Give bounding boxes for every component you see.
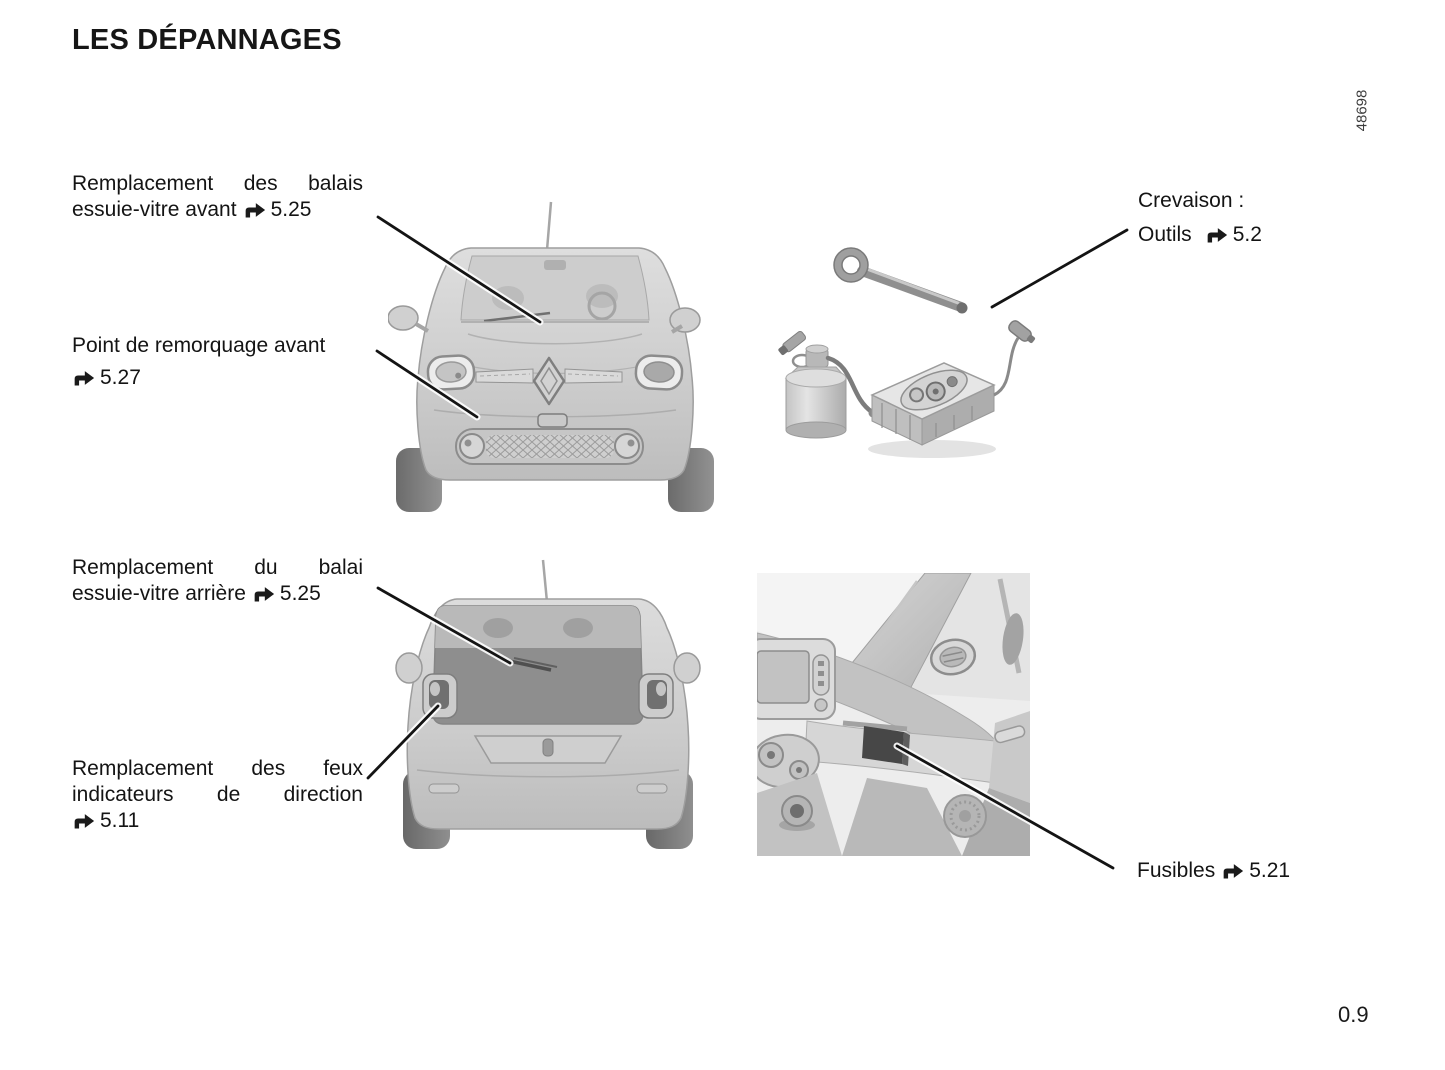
figure-code: 48698 — [1353, 89, 1371, 132]
callout-puncture: Crevaison : Outils 5.2 — [1138, 188, 1262, 248]
rear-view-car-illustration — [395, 559, 701, 849]
right-reflector — [636, 783, 668, 794]
seat-headrest — [586, 284, 618, 308]
seat-headrest — [483, 618, 513, 638]
callout-text: Remplacement des balais — [72, 172, 363, 195]
cross-ref-number: 5.2 — [1232, 223, 1262, 246]
left-mirror — [388, 305, 419, 331]
cross-ref-arrow-icon — [74, 814, 95, 829]
steering-wheel — [587, 291, 617, 321]
seat-headrest — [563, 618, 593, 638]
grille-texture — [479, 373, 531, 377]
front-towing-point-cover — [537, 413, 568, 428]
door-speaker — [943, 794, 987, 838]
rearview-mirror — [544, 260, 566, 270]
grille-strip-right — [564, 368, 623, 384]
antenna — [545, 201, 553, 251]
dashboard-fusebox-photo — [757, 573, 1030, 856]
cross-ref-number: 5.25 — [279, 582, 321, 605]
pressure-gauge — [909, 387, 925, 403]
grille-texture — [567, 373, 619, 377]
right-mirror — [673, 652, 701, 684]
heater-controls — [757, 733, 820, 789]
rear-wiper-blade — [513, 657, 558, 668]
rear-window-interior — [435, 606, 641, 648]
callout-front-wiper: Remplacement des balais essuie-vitre ava… — [72, 171, 363, 223]
right-mirror-stalk — [670, 324, 684, 334]
cross-ref-arrow-icon — [1223, 864, 1244, 879]
cross-ref-number: 5.25 — [270, 198, 312, 221]
callout-text: Remplacement des feux — [72, 757, 363, 780]
right-taillight — [638, 673, 674, 719]
sealant-bottle — [778, 330, 878, 439]
cross-ref-arrow-icon — [74, 371, 95, 386]
control-panel — [900, 369, 968, 411]
hood-crease — [467, 333, 643, 345]
callout-turn-signals: Remplacement des feux indicateurs de dir… — [72, 756, 363, 834]
left-taillight — [422, 673, 458, 719]
left-reflector — [428, 783, 460, 794]
page-number: 0.9 — [1338, 1002, 1369, 1027]
compressor-unit — [868, 320, 1036, 458]
callout-fuses: Fusibles 5.21 — [1137, 858, 1290, 884]
cross-ref-arrow-icon — [254, 587, 275, 602]
tire-repair-kit-illustration — [778, 247, 1036, 458]
antenna — [541, 559, 549, 603]
left-mirror — [395, 652, 423, 684]
bottle-connector — [778, 330, 807, 356]
lower-grille — [455, 428, 644, 465]
right-headlight — [634, 354, 684, 391]
pillar-highlight — [859, 580, 919, 660]
towing-eye-tool — [833, 247, 968, 314]
renault-diamond-logo — [532, 356, 566, 406]
callout-text: Crevaison : — [1138, 189, 1245, 212]
fuse-box-cover — [862, 726, 904, 764]
cross-ref-number: 5.27 — [100, 366, 141, 389]
inflation-hose — [825, 355, 875, 415]
seat-headrest — [492, 286, 524, 310]
callout-text: Fusibles — [1137, 859, 1216, 882]
left-headlight — [426, 354, 476, 391]
power-cable — [993, 337, 1020, 397]
callout-text: essuie-vitre avant — [72, 198, 237, 221]
callout-text: essuie-vitre arrière — [72, 582, 246, 605]
tailgate-lock — [542, 738, 554, 757]
door-handle — [994, 725, 1026, 744]
cross-ref-number: 5.11 — [100, 809, 140, 832]
bumper-crease — [416, 769, 680, 778]
cross-ref-arrow-icon — [1207, 228, 1227, 243]
callout-rear-wiper: Remplacement du balai essuie-vitre arriè… — [72, 555, 363, 607]
air-vent — [929, 638, 977, 676]
dash-slot — [842, 720, 908, 732]
power-button — [946, 376, 958, 388]
door-mirror — [1002, 613, 1024, 665]
callout-text: Outils — [1138, 223, 1192, 246]
callout-text: indicateurs de direction — [72, 783, 363, 806]
front-view-car-illustration — [388, 201, 714, 512]
callout-text: Remplacement du balai — [72, 556, 363, 579]
12v-plug — [1008, 320, 1036, 344]
grille-strip-left — [475, 368, 534, 384]
cross-ref-number: 5.21 — [1249, 859, 1291, 882]
right-mirror — [669, 307, 701, 333]
callout-text: Point de remorquage avant — [72, 334, 326, 357]
callout-front-towing: Point de remorquage avant 5.27 — [72, 333, 325, 391]
cross-ref-arrow-icon — [245, 203, 265, 218]
page-title: LES DÉPANNAGES — [72, 24, 342, 56]
media-display-unit — [757, 638, 836, 720]
door-panel — [989, 711, 1030, 803]
display-screen — [757, 650, 810, 704]
